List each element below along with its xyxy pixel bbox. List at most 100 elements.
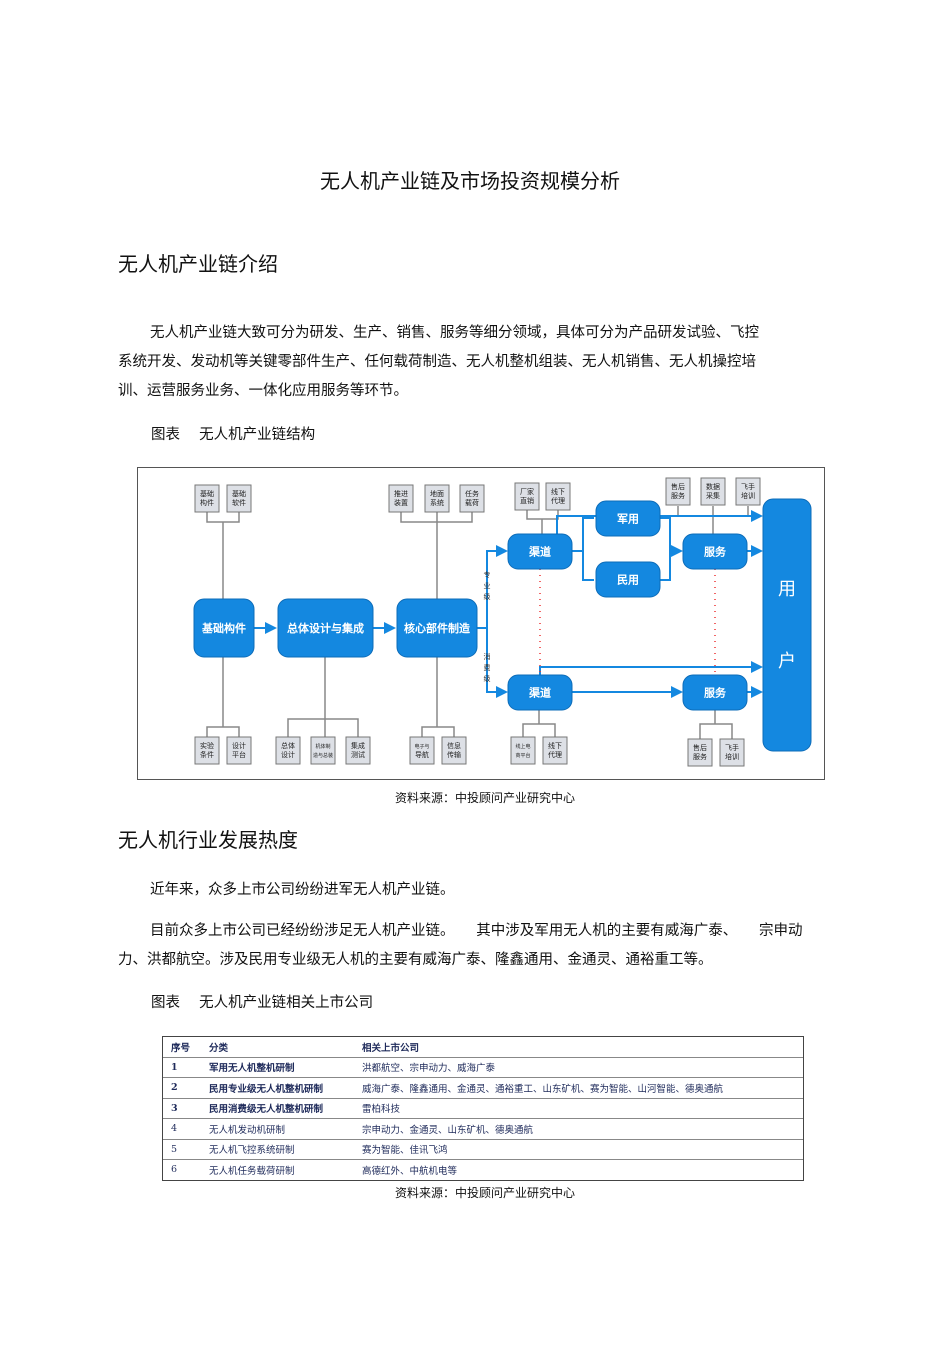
component-box: [514, 482, 540, 511]
component-box: [719, 738, 745, 767]
flow-arrow: [572, 517, 594, 552]
component-label: 造与总装: [313, 752, 333, 759]
figure-source: 资料来源：中投顾问产业研究中心: [394, 791, 575, 805]
cell: 无人机任务载荷研制: [209, 1165, 295, 1177]
process-block-label: 渠道: [529, 686, 551, 700]
component-label: 培训: [741, 491, 755, 500]
component-label: 采集: [706, 491, 720, 500]
component-label: 代理: [551, 496, 565, 505]
component-box: [226, 484, 252, 513]
connector-line: [421, 726, 455, 737]
process-block: [682, 533, 748, 570]
component-box: [700, 477, 726, 506]
component-label: 飞手: [725, 743, 739, 752]
component-label: 软件: [232, 498, 246, 507]
cell: 军用无人机整机研制: [201, 1057, 354, 1078]
cell: 宗申动力、金通灵、山东矿机、德奥通航: [354, 1118, 803, 1140]
connector-line: [522, 723, 556, 737]
level-label: 级: [484, 592, 491, 601]
component-label: 代理: [548, 750, 562, 759]
component-label: 电子与: [414, 743, 429, 750]
cell: 5: [163, 1139, 201, 1160]
process-block-label: 基础构件: [201, 621, 246, 635]
cell: 6: [171, 1164, 178, 1176]
cell: 赛为智能、佳讯飞鸿: [354, 1139, 803, 1160]
component-label: 服务: [693, 752, 707, 761]
component-box: [275, 736, 301, 765]
component-label: 信息: [447, 741, 461, 750]
component-box: [388, 484, 414, 513]
process-block: [507, 533, 573, 570]
component-label: 线下: [551, 487, 565, 496]
connector-line: [699, 723, 733, 739]
process-block-label: 总体设计与集成: [287, 621, 364, 635]
process-block-label: 民用: [617, 574, 639, 587]
component-label: 传输: [447, 750, 461, 759]
connector-line: [206, 726, 240, 737]
paragraph-line: 系统开发、发动机等关键零部件生产、任何载荷制造、无人机整机组装、无人机销售、无人…: [118, 354, 756, 370]
process-block-label: 军用: [617, 513, 639, 526]
flow-arrow: [539, 661, 763, 675]
component-box: [345, 736, 371, 765]
component-label: 条件: [200, 750, 214, 759]
component-label: 导航: [415, 750, 429, 759]
cell: 2: [163, 1077, 201, 1099]
flow-arrow: [556, 510, 763, 534]
component-label: 售后: [671, 482, 685, 491]
process-block-label: 服务: [704, 545, 727, 559]
connector-line: [206, 512, 240, 523]
process-block: [396, 598, 478, 658]
process-block: [277, 598, 374, 658]
component-box: [424, 484, 450, 513]
component-label: 培训: [725, 752, 739, 761]
component-label: 机体制: [315, 743, 330, 750]
cell: 4: [163, 1118, 201, 1140]
process-block: [595, 500, 661, 537]
flow-arrow: [582, 551, 594, 581]
component-box: [545, 482, 571, 511]
page-title: 无人机产业链及市场投资规模分析: [320, 169, 620, 193]
component-label: 商平台: [515, 752, 530, 759]
component-label: 线下: [548, 741, 562, 750]
process-block: [507, 674, 573, 711]
process-block: [682, 674, 748, 711]
component-label: 线上电: [515, 743, 530, 750]
component-label: 设计: [281, 750, 295, 759]
component-label: 飞手: [741, 482, 755, 491]
component-box: [510, 736, 536, 765]
component-box: [441, 736, 467, 765]
section-heading-industry-chain: 无人机产业链介绍: [118, 252, 278, 276]
user-block-label: 户: [778, 651, 796, 672]
figure-caption: 图表 无人机产业链结构: [151, 427, 316, 443]
diagram-canvas: 基础构件总体设计与集成核心部件制造渠道渠道军用民用服务服务用户专业级消费级基础构…: [193, 477, 812, 767]
cell: 洪都航空、宗申动力、威海广泰: [354, 1057, 803, 1078]
component-label: 数据: [706, 482, 720, 491]
user-block: [762, 498, 812, 752]
header-cell: 序号: [163, 1037, 201, 1058]
industry-chain-diagram: 基础构件总体设计与集成核心部件制造渠道渠道军用民用服务服务用户专业级消费级基础构…: [137, 467, 825, 780]
paragraph-line: 训、运营服务业务、一体化应用服务等环节。: [118, 383, 408, 399]
header-cell: 分类: [201, 1037, 354, 1058]
process-block-label: 核心部件制造: [404, 621, 471, 635]
paragraph-line: 无人机产业链大致可分为研发、生产、销售、服务等细分领域，具体可分为产品研发试验、…: [150, 325, 759, 341]
paragraph-line: 目前众多上市公司已经纷纷涉足无人机产业链。 其中涉及军用无人机的主要有威海广泰、…: [150, 923, 803, 939]
cell: 民用消费级无人机整机研制: [201, 1098, 354, 1119]
cell: 威海广泰、隆鑫通用、金通灵、通裕重工、山东矿机、赛为智能、山河智能、德奥通航: [354, 1077, 803, 1099]
component-box: [194, 484, 220, 513]
component-box: [459, 484, 485, 513]
header-cell: 相关上市公司: [354, 1037, 803, 1058]
process-block-label: 渠道: [529, 545, 551, 559]
component-label: 平台: [232, 750, 246, 759]
cell: 高德红外、中航机电等: [362, 1165, 458, 1177]
component-box: [226, 736, 252, 765]
flow-arrow: [660, 517, 683, 557]
process-block: [193, 598, 255, 658]
component-label: 装置: [394, 498, 408, 507]
cell: 民用专业级无人机整机研制: [201, 1077, 354, 1099]
component-label: 实验: [200, 741, 214, 750]
component-label: 任务: [465, 489, 479, 498]
level-label: 级: [484, 674, 491, 683]
component-label: 构件: [200, 498, 214, 507]
component-label: 直销: [520, 496, 534, 505]
